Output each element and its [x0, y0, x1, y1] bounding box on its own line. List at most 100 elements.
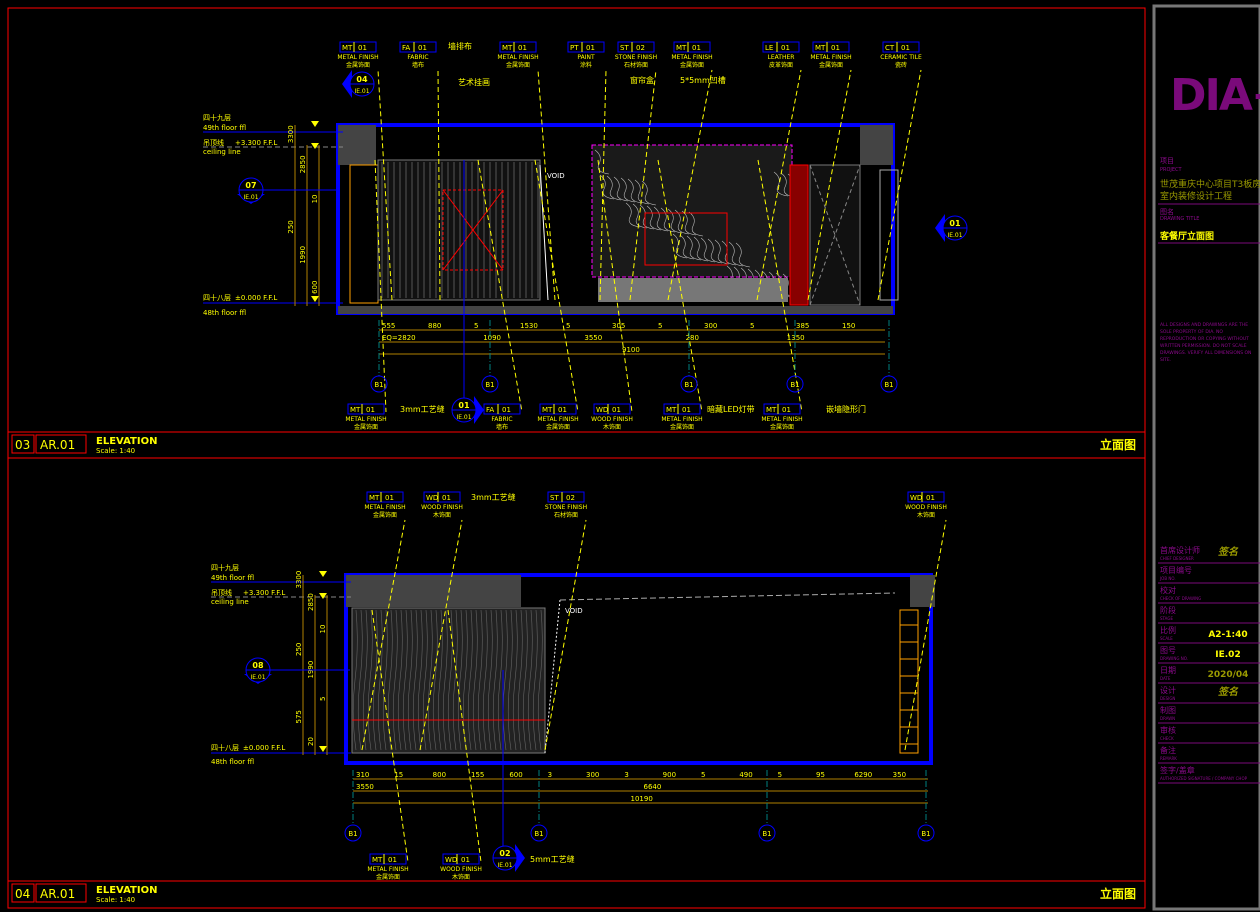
project-label-en: PROJECT	[1160, 167, 1183, 173]
wood-grain-line	[442, 609, 448, 751]
dimension-label: 305	[612, 322, 625, 330]
dimension-label: 300	[704, 322, 717, 330]
dimension-label: 575	[295, 710, 303, 723]
wood-grain-line	[467, 609, 473, 751]
callout-reference: IE.01	[250, 674, 265, 681]
material-number: 02	[636, 44, 645, 52]
material-name-en: WOOD FINISH	[905, 504, 947, 511]
dimension-label: 385	[796, 322, 809, 330]
grid-label: B1	[374, 381, 383, 389]
marble-vein	[714, 239, 730, 265]
elevation-03-drawing	[336, 123, 899, 315]
material-code: MT	[350, 406, 361, 414]
title-row-label: 签字/盖章	[1160, 765, 1195, 775]
drawing-title: 客餐厅立面图	[1159, 230, 1214, 242]
sheet-number-box	[35, 434, 87, 454]
callout-number: 08	[252, 661, 264, 670]
leader-line	[807, 69, 852, 301]
callout-number: 01	[458, 401, 470, 410]
annotation-note: 5*5mm凹槽	[680, 75, 726, 85]
marble-vein	[721, 240, 737, 266]
marble-vein	[606, 175, 622, 201]
wood-grain-line	[362, 609, 368, 751]
wood-grain-line	[392, 609, 398, 751]
material-name-cn: 涂料	[580, 61, 592, 69]
marble-vein	[707, 238, 723, 264]
marble-vein	[646, 205, 662, 231]
material-name-en: METAL FINISH	[364, 504, 405, 511]
wood-grain-line	[397, 609, 403, 751]
sheet-number-box	[35, 883, 87, 903]
grid-bubble	[758, 824, 776, 842]
elevation-scale: Scale: 1:40	[96, 447, 135, 455]
material-name-en: METAL FINISH	[537, 416, 578, 423]
project-name-line1: 世茂重庆中心项目T3板房	[1160, 178, 1260, 190]
material-tag-box	[483, 403, 521, 415]
level-ceiling-cn: 吊顶线	[203, 138, 224, 147]
material-number: 01	[558, 406, 567, 414]
marble-vein	[735, 242, 751, 268]
title-row-label-en: DRAWN	[1160, 716, 1175, 721]
leader-line	[377, 69, 393, 301]
dimension-label: 310	[356, 771, 369, 779]
material-tag-box	[907, 491, 945, 503]
material-name-cn: 金属饰面	[770, 423, 794, 431]
material-code: MT	[342, 44, 353, 52]
material-code: MT	[676, 44, 687, 52]
annotation-note: 暗藏LED灯带	[707, 404, 755, 414]
material-tag-box	[339, 41, 377, 53]
wood-grain-line	[367, 609, 373, 751]
wood-grain-line	[412, 609, 418, 751]
title-row-label: 设计	[1160, 685, 1176, 695]
dimension-label: 250	[287, 220, 295, 233]
elevation-title: ELEVATION	[96, 436, 157, 447]
dimension-label: 5	[566, 322, 570, 330]
wood-grain-line	[447, 609, 453, 751]
dimension-label: 5	[778, 771, 782, 779]
sheet-number: AR.01	[40, 887, 75, 901]
material-tag-box	[442, 853, 480, 865]
material-name-cn: 金属饰面	[376, 873, 400, 881]
title-row-label-en: CHECK OF DRAWING	[1160, 596, 1201, 601]
material-code: WD	[426, 494, 438, 502]
material-code: WD	[596, 406, 608, 414]
material-tag-box	[812, 41, 850, 53]
title-row-label: 校对	[1160, 585, 1176, 595]
leader-line	[534, 159, 579, 413]
dimension-label: 3300	[295, 571, 303, 589]
elevation-scale: Scale: 1:40	[96, 896, 135, 904]
level-floor-en: 48th floor ffl	[211, 758, 254, 766]
project-label: 项目	[1160, 157, 1174, 165]
material-name-en: METAL FINISH	[345, 416, 386, 423]
dimension-label: 3300	[287, 125, 295, 143]
material-number: 01	[926, 494, 935, 502]
drawing-number-box	[11, 434, 35, 454]
callout-number: 07	[245, 181, 256, 190]
dimension-total: 9100	[622, 346, 640, 354]
title-row-label: 日期	[1160, 666, 1176, 675]
grid-bubble	[344, 824, 362, 842]
material-name-en: LEATHER	[768, 54, 795, 61]
material-code: WD	[445, 856, 457, 864]
void-label: VOID	[547, 172, 565, 180]
wood-grain-line	[487, 609, 493, 751]
material-code: MT	[369, 494, 380, 502]
material-number: 02	[566, 494, 575, 502]
elevation-title-cn: 立面图	[1100, 437, 1136, 452]
section-arrow-icon	[474, 396, 484, 424]
marble-vein	[620, 177, 636, 203]
drawing-title-label-en: DRAWING TITLE	[1160, 216, 1199, 222]
callout-reference: IE.01	[354, 88, 369, 95]
material-code: ST	[550, 494, 559, 502]
leader-line	[477, 159, 523, 413]
wood-grain-line	[532, 609, 538, 751]
title-row-value: A2-1:40	[1208, 630, 1247, 640]
material-name-en: FABRIC	[491, 416, 512, 423]
material-number: 01	[358, 44, 367, 52]
material-name-en: METAL FINISH	[810, 54, 851, 61]
material-tag-box	[547, 491, 585, 503]
dimension-label: 5	[701, 771, 705, 779]
material-name-cn: 石材饰面	[624, 61, 648, 69]
material-tag-box	[593, 403, 631, 415]
grid-bubble	[917, 824, 935, 842]
